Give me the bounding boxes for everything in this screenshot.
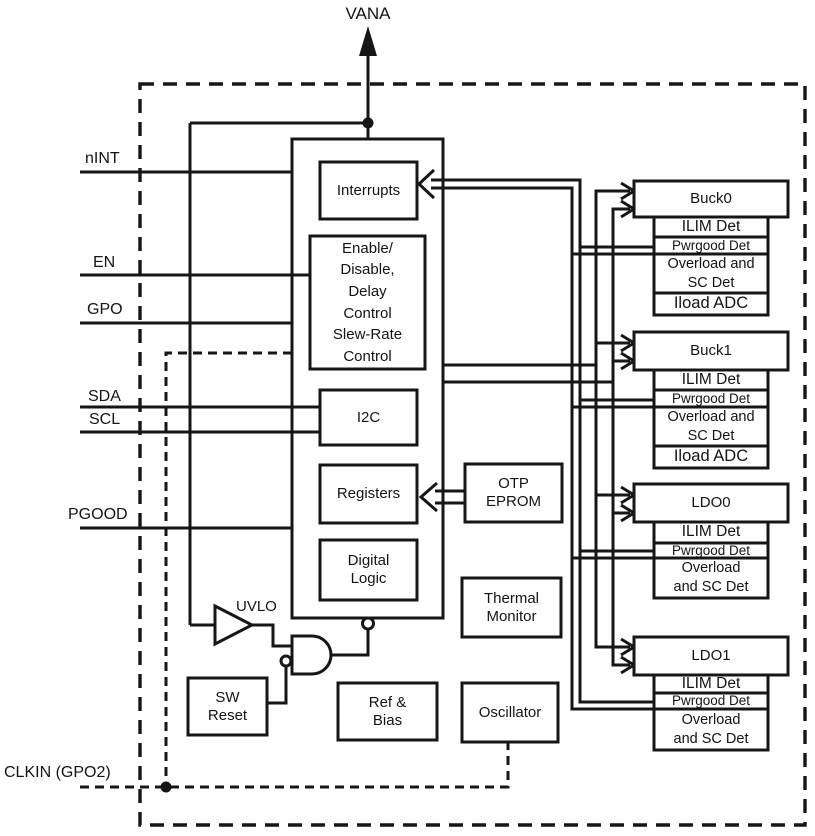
- clkin-junction-dot: [160, 781, 172, 793]
- interrupts-arrowhead: [416, 168, 436, 200]
- chip-boundary-dashed: [80, 82, 807, 827]
- ldo0-ilim-label: ILIM Det: [681, 523, 741, 541]
- nand-input-bubble: [279, 654, 293, 668]
- i2c-label: I2C: [356, 408, 381, 426]
- pin-label-pgood: PGOOD: [68, 505, 128, 523]
- swreset-to-nand-wire: [267, 666, 288, 705]
- core-input-bubble: [361, 616, 375, 631]
- ldo0-header-label: LDO0: [691, 494, 731, 512]
- signal-wires: [80, 55, 654, 711]
- ldo1-overload-label: Overload and SC Det: [673, 711, 749, 747]
- buck0-header-label: Buck0: [690, 190, 732, 208]
- thermal-monitor-box: [460, 576, 563, 639]
- i2c-box: [318, 388, 419, 447]
- buck0-ilim-label: ILIM Det: [681, 217, 741, 235]
- sw-reset-box: [186, 676, 269, 737]
- registers-arrowhead: [418, 481, 438, 513]
- buck1-iload-label: Iload ADC: [673, 447, 749, 466]
- status-bus-lower: [431, 186, 654, 711]
- pin-label-clkin: CLKIN (GPO2): [4, 763, 111, 781]
- buck0-iload-label: Iload ADC: [673, 294, 749, 313]
- pin-label-scl: SCL: [89, 410, 121, 428]
- digital-logic-label: Digital Logic: [347, 552, 390, 587]
- buck0-pwrgood-label: Pwrgood Det: [671, 237, 751, 253]
- ldo0-overload-label: Overload and SC Det: [673, 560, 749, 595]
- buck1-ilim-label: ILIM Det: [681, 370, 741, 388]
- ldo0-pwrgood-label: Pwrgood Det: [671, 542, 751, 558]
- uvlo-label: UVLO: [236, 598, 277, 616]
- block-boxes: [186, 160, 790, 752]
- pin-label-en: EN: [93, 253, 116, 271]
- sw-reset-label: SW Reset: [207, 688, 248, 724]
- enable-block-label: Enable/ Disable, Delay Control Slew-Rate…: [332, 239, 403, 365]
- clkin-internal-dashed-route: [164, 351, 292, 787]
- otp-eprom-box: [463, 462, 564, 524]
- buck1-overload-label: Overload and SC Det: [667, 408, 755, 444]
- ldo1-header-label: LDO1: [691, 647, 731, 665]
- oscillator-box: [460, 681, 560, 744]
- status-bus-upper: [431, 178, 654, 704]
- ldo1-header-box: [632, 635, 790, 677]
- interrupts-label: Interrupts: [336, 181, 401, 199]
- otp-eprom-label: OTP EPROM: [485, 475, 541, 510]
- buck1-pwrgood-label: Pwrgood Det: [671, 390, 751, 406]
- buck0-overload-label: Overload and SC Det: [667, 255, 755, 291]
- pin-label-sda: SDA: [88, 387, 121, 405]
- clkin-to-oscillator-dashed: [80, 742, 510, 789]
- registers-label: Registers: [336, 485, 401, 503]
- digital-logic-box: [318, 538, 419, 602]
- ref-bias-box: [336, 681, 439, 742]
- buck0-iload-box: [652, 291, 770, 317]
- buck1-header-label: Buck1: [690, 342, 732, 360]
- nand-gate: [290, 634, 333, 676]
- nand-output-wire: [331, 629, 370, 657]
- ldo1-ilim-label: ILIM Det: [681, 674, 741, 692]
- interrupts-box: [318, 160, 419, 221]
- vana-pin-label: VANA: [345, 3, 391, 23]
- oscillator-label: Oscillator: [478, 703, 542, 721]
- thermal-monitor-label: Thermal Monitor: [483, 589, 539, 625]
- vana-junction-dot: [362, 117, 374, 129]
- ldo1-pwrgood-label: Pwrgood Det: [671, 693, 751, 709]
- buck0-header-box: [632, 179, 790, 219]
- uvlo-output-wire: [252, 623, 292, 648]
- enable-box: [308, 234, 427, 371]
- pin-label-gpo: GPO: [87, 300, 123, 318]
- ldo0-overload-box: [652, 556, 770, 600]
- control-rail-2: [611, 207, 630, 667]
- ref-bias-label: Ref & Bias: [368, 693, 407, 729]
- ldo1-overload-box: [652, 707, 770, 752]
- pin-label-nint: nINT: [85, 149, 120, 167]
- registers-box: [318, 463, 419, 525]
- uvlo-buffer-triangle: [213, 603, 256, 647]
- vana-arrowhead: [359, 26, 377, 56]
- buck1-iload-box: [652, 444, 770, 470]
- buck0-overload-box: [652, 252, 770, 295]
- outer-boundary-rect: [138, 82, 807, 827]
